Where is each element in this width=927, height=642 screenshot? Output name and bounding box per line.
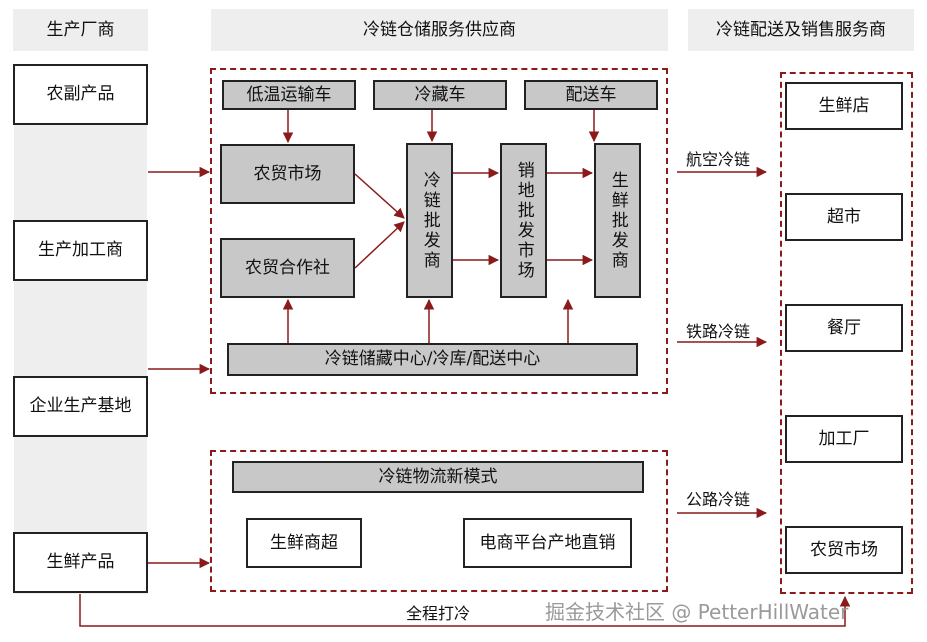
producer-processor: 生产加工商 [13,220,148,281]
storage-center: 冷链储藏中心/冷库/配送中心 [227,343,638,376]
outlet-restaurant: 餐厅 [785,304,903,352]
header-producers: 生产厂商 [13,9,148,51]
outlet-supermarket: 超市 [785,193,903,241]
label-road-cold-chain: 公路冷链 [686,490,751,509]
outlet-group [780,72,913,594]
label-air-cold-chain: 航空冷链 [686,150,751,169]
label-rail-cold-chain: 铁路冷链 [686,322,751,341]
warehouse-group [210,68,668,394]
new-model-title: 冷链物流新模式 [232,461,644,493]
market-cooperative: 农贸合作社 [220,238,355,298]
vehicle-delivery-truck: 配送车 [524,80,658,110]
label-full-cold-chain: 全程打冷 [406,604,471,623]
vehicle-low-temp-truck: 低温运输车 [222,80,356,110]
producer-enterprise-base: 企业生产基地 [13,376,148,437]
outlet-farmers-market: 农贸市场 [785,526,903,574]
producer-fresh-products: 生鲜产品 [13,532,148,593]
arrow-coop-to-wholesaler [354,221,405,269]
header-warehouse: 冷链仓储服务供应商 [211,9,668,51]
header-delivery: 冷链配送及销售服务商 [688,9,914,51]
producer-agri-products: 农副产品 [13,64,148,125]
outlet-fresh-store: 生鲜店 [785,82,903,130]
producer-strip [14,64,147,594]
wholesaler-fresh: 生鲜批发商 [594,143,641,298]
arrow-market-to-wholesaler [354,173,405,219]
vehicle-refrigerated-truck: 冷藏车 [373,80,507,110]
new-model-ecommerce-direct: 电商平台产地直销 [463,518,632,568]
new-model-group [210,450,668,592]
watermark: 掘金技术社区 @ PetterHillWater [545,600,849,624]
outlet-processing-plant: 加工厂 [785,415,903,463]
arrow-full-cold-chain [79,594,851,627]
market-farmers: 农贸市场 [220,144,355,204]
new-model-fresh-supermarket: 生鲜商超 [246,518,362,568]
wholesaler-destination-market: 销地批发市场 [500,143,547,298]
wholesaler-cold-chain: 冷链批发商 [406,143,453,298]
